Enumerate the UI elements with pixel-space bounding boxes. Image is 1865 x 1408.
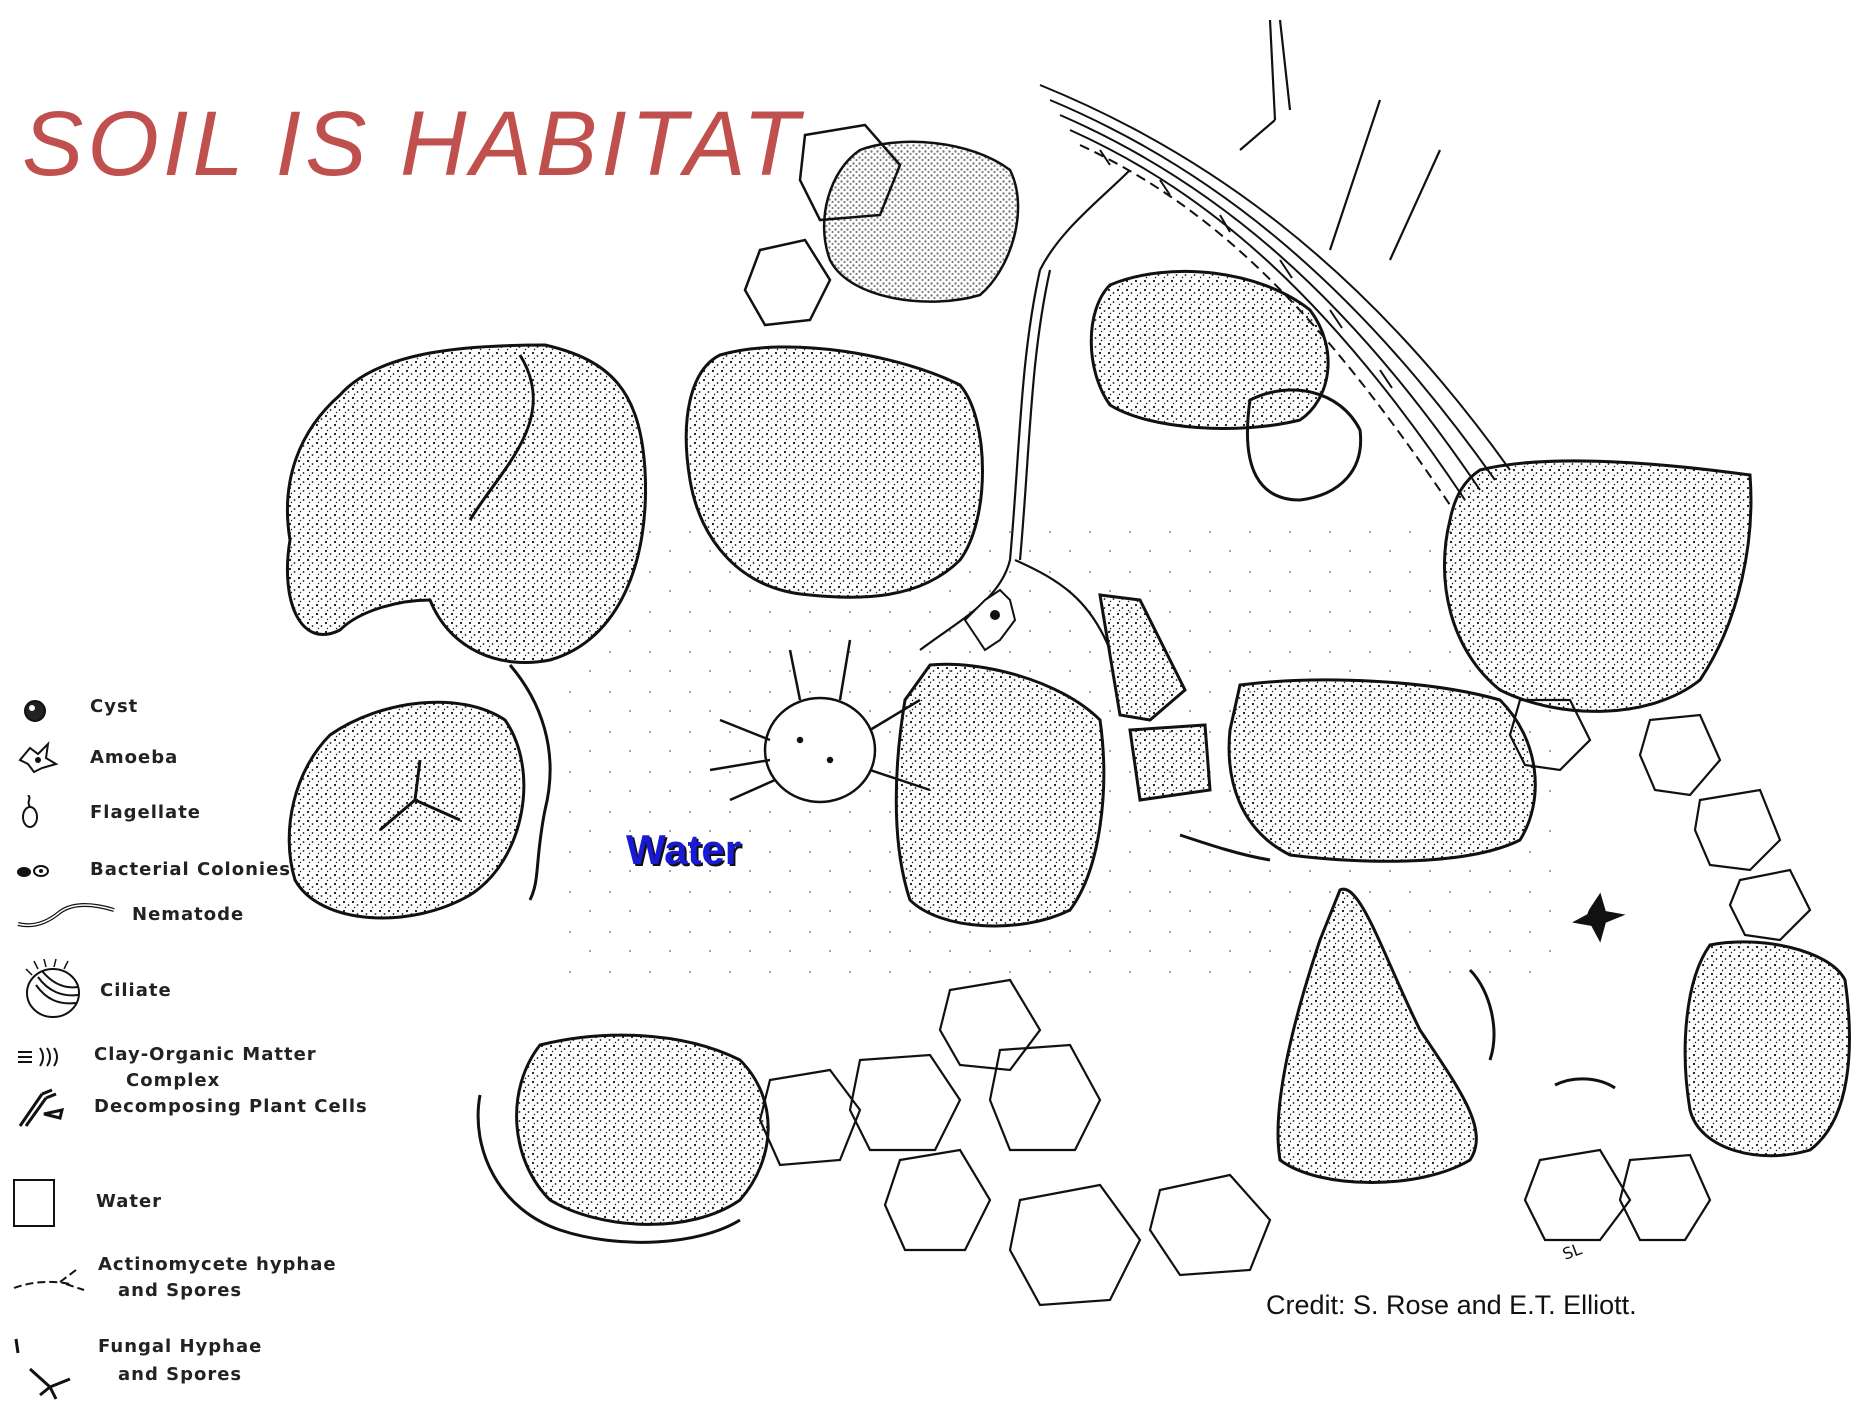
soil-aggregate [1444, 461, 1750, 711]
nematode-icon [14, 898, 124, 932]
soil-aggregate [686, 347, 982, 597]
legend-label: Clay-Organic Matter [94, 1042, 317, 1068]
legend-label: Bacterial Colonies [90, 857, 291, 883]
clay-organic-matter-icon [16, 1044, 66, 1068]
cyst-icon [20, 696, 50, 726]
actinomycete-icon [10, 1262, 90, 1302]
legend-label: Cyst [90, 694, 138, 720]
legend-label: Actinomycete hyphae [98, 1252, 337, 1278]
legend-label-line2: and Spores [118, 1278, 242, 1304]
artist-signature: SL [1560, 1239, 1584, 1263]
legend-label: Ciliate [100, 978, 172, 1004]
page-title: SOIL IS HABITAT [22, 92, 803, 197]
soil-aggregate [896, 664, 1104, 926]
legend-label-line2: and Spores [118, 1362, 242, 1388]
soil-aggregate [289, 702, 524, 918]
soil-aggregate [1278, 889, 1849, 1182]
soil-aggregate [478, 1035, 768, 1242]
flagellate-icon [18, 795, 44, 831]
decomposing-plant-cells-icon [16, 1088, 66, 1130]
legend-label: Nematode [132, 902, 244, 928]
credit-text: Credit: S. Rose and E.T. Elliott. [1266, 1290, 1637, 1321]
water-icon [12, 1178, 56, 1228]
water-label: Water [626, 826, 741, 874]
protozoan [1575, 895, 1622, 940]
amoeba-icon [16, 740, 60, 774]
legend-label: Flagellate [90, 800, 201, 826]
legend-label-line2: Complex [126, 1068, 220, 1094]
ciliate-icon [18, 955, 88, 1025]
legend-label: Water [96, 1189, 162, 1215]
legend-label: Amoeba [90, 745, 178, 771]
soil-aggregate [287, 345, 645, 663]
legend-label: Decomposing Plant Cells [94, 1094, 368, 1120]
soil-aggregate [1091, 271, 1360, 500]
fungal-hyphae-icon [10, 1335, 80, 1403]
legend-label: Fungal Hyphae [98, 1334, 262, 1360]
bacterial-colonies-icon [14, 860, 54, 884]
